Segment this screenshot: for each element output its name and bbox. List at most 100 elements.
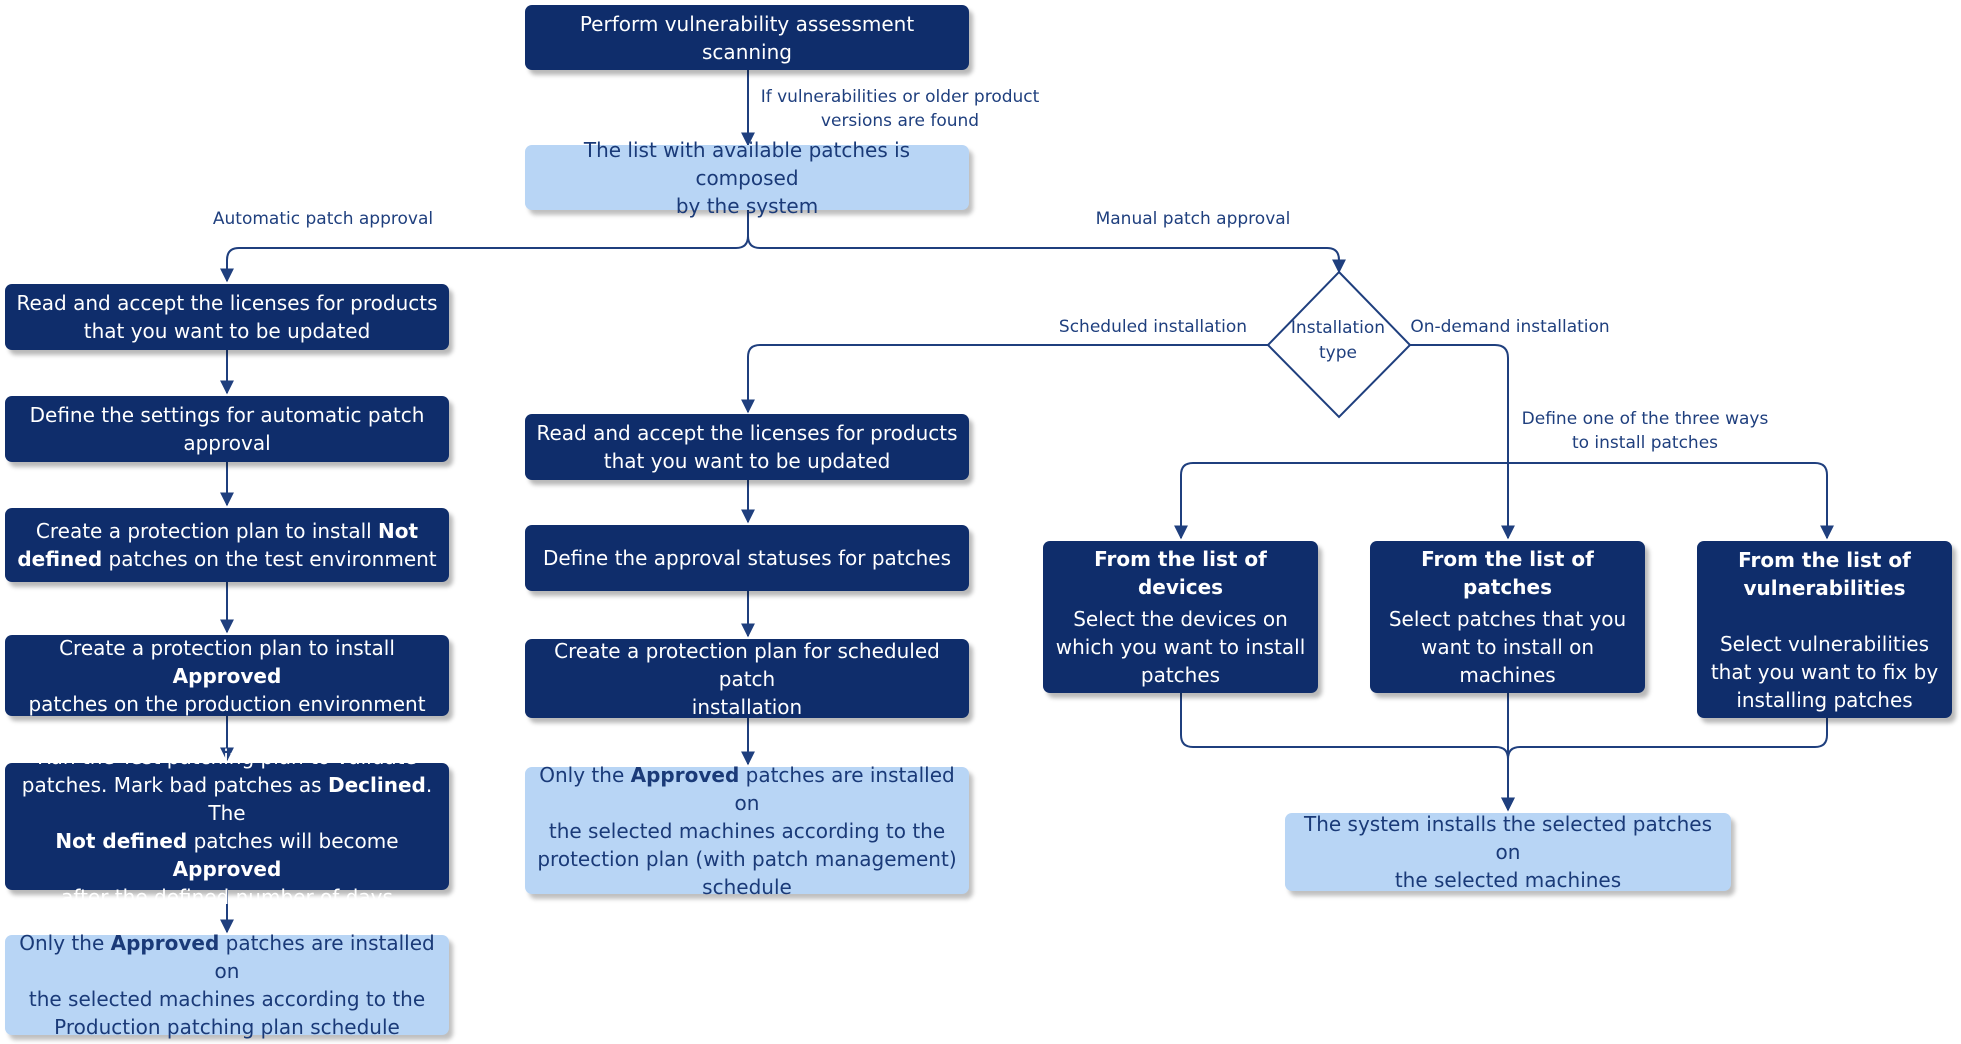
node-from-vulnerabilities: From the list of vulnerabilities Select … <box>1697 541 1952 718</box>
node-text: Select the devices on <box>1073 607 1288 631</box>
label-line: Automatic patch approval <box>212 209 434 229</box>
node-system-installs: The system installs the selected patches… <box>1285 812 1731 892</box>
node-sched-result: Only the Approved patches are installed … <box>525 763 969 899</box>
text-emphasis: defined <box>17 547 103 571</box>
node-text: the selected machines <box>1394 868 1622 892</box>
text-part: patches on the test environment <box>102 547 437 571</box>
edge-decision-to-ondemand <box>1410 344 1515 540</box>
label-automatic: Automatic patch approval <box>213 207 433 231</box>
edge-ondemand-to-devices <box>1174 462 1508 540</box>
node-text: patches on the production environment <box>28 691 426 716</box>
node-text: Select vulnerabilities <box>1719 631 1930 656</box>
edge-compose-to-auto <box>220 210 749 283</box>
node-text: Read and accept the licenses for product… <box>16 291 438 315</box>
text-part: Only the <box>539 762 631 787</box>
node-test-plan: Create a protection plan to install Not … <box>5 508 449 582</box>
text-part: . The <box>208 772 433 825</box>
edge-compose-to-decision <box>747 235 1346 274</box>
node-text: Create a protection plan to install Not <box>36 517 418 545</box>
node-text: Run the Test patching plan to validate <box>37 744 417 769</box>
text-part: patches are installed on <box>214 931 435 983</box>
node-auto-result: Only the Approved patches are installed … <box>5 931 449 1039</box>
text-emphasis: Approved <box>172 663 282 688</box>
node-text: Read and accept the licenses for product… <box>536 421 958 445</box>
node-text: patches. Mark bad patches as Declined. T… <box>15 771 439 827</box>
label-line: Define one of the three ways <box>1521 409 1769 429</box>
node-text: the selected machines according to the <box>548 818 946 843</box>
text-emphasis: Approved <box>110 931 220 955</box>
decision-label-line: type <box>1319 343 1357 363</box>
node-text: Production patching plan schedule <box>54 1015 400 1039</box>
text-emphasis: Not defined <box>55 828 188 853</box>
node-text: Select patches that you <box>1388 607 1627 631</box>
text-emphasis: Approved <box>630 762 740 787</box>
text-part: patches will become <box>187 828 399 853</box>
text-emphasis: Approved <box>172 856 282 881</box>
label-line: Manual patch approval <box>1095 209 1291 229</box>
label-on-demand: On-demand installation <box>1410 315 1609 339</box>
node-text: patches <box>1140 663 1221 687</box>
edge-decision-to-scheduled <box>741 344 1268 414</box>
node-from-devices: From the list of devices Select the devi… <box>1043 541 1318 693</box>
node-text: installation <box>691 694 803 719</box>
text-part: Only the <box>19 931 111 955</box>
label-line: versions are found <box>820 111 980 131</box>
node-text: Define the approval statuses for patches <box>542 546 952 570</box>
node-text: machines <box>1459 663 1556 687</box>
label-line: Scheduled installation <box>1058 317 1248 337</box>
node-text: defined patches on the test environment <box>17 545 436 573</box>
node-text: that you want to be updated <box>603 449 891 473</box>
node-text: protection plan (with patch management) <box>537 846 957 871</box>
text-part: Create a protection plan to install <box>59 635 395 660</box>
node-scan: Perform vulnerability assessment scannin… <box>525 5 969 70</box>
node-sched-licenses: Read and accept the licenses for product… <box>525 414 969 480</box>
node-text: Create a protection plan to install Appr… <box>15 634 439 690</box>
node-prod-plan: Create a protection plan to install Appr… <box>5 635 449 716</box>
node-text: schedule <box>702 874 792 899</box>
node-text: Perform vulnerability assessment scannin… <box>579 11 915 64</box>
label-line: On-demand installation <box>1410 317 1610 337</box>
node-auto-licenses: Read and accept the licenses for product… <box>5 284 449 350</box>
label-three-ways: Define one of the three ways to install … <box>1522 407 1769 455</box>
node-text: that you want to be updated <box>83 319 371 343</box>
node-text: the selected machines according to the <box>28 987 426 1011</box>
node-compose-list: The list with available patches is compo… <box>525 138 969 218</box>
text-emphasis: Declined <box>327 772 426 797</box>
node-title: From the list of <box>1738 547 1911 572</box>
node-sched-plan: Create a protection plan for scheduled p… <box>525 638 969 719</box>
node-text: that you want to fix by <box>1710 659 1939 684</box>
node-text: Define the settings for automatic patch <box>29 403 425 427</box>
node-text: installing patches <box>1736 687 1913 712</box>
text-emphasis: Not <box>378 519 419 543</box>
node-title: From the list of devices <box>1094 547 1267 599</box>
label-line: to install patches <box>1571 433 1719 453</box>
node-text: Create a protection plan for scheduled p… <box>554 638 940 691</box>
node-title: From the list of patches <box>1421 547 1594 599</box>
text-part: Create a protection plan to install <box>35 519 379 543</box>
node-text: after the defined number of days <box>61 884 393 909</box>
node-text: approval <box>183 431 271 455</box>
node-title: vulnerabilities <box>1743 575 1906 600</box>
label-if-found: If vulnerabilities or older product vers… <box>761 85 1040 133</box>
decision-diamond <box>1266 270 1412 419</box>
node-text: The system installs the selected patches… <box>1303 812 1712 864</box>
label-scheduled: Scheduled installation <box>1059 315 1247 339</box>
edge-devices-to-system <box>1180 693 1515 812</box>
node-auto-settings: Define the settings for automatic patch … <box>5 396 449 462</box>
node-text: Only the Approved patches are installed … <box>15 929 439 985</box>
edge-ondemand-to-vulns <box>1508 462 1834 540</box>
label-manual: Manual patch approval <box>1096 207 1291 231</box>
decision-label: Installation type <box>1264 316 1412 366</box>
node-run-test: Run the Test patching plan to validate p… <box>5 745 449 909</box>
node-sched-statuses: Define the approval statuses for patches <box>525 525 969 591</box>
text-part: patches are installed on <box>734 762 955 815</box>
node-text: Not defined patches will become Approved <box>15 827 439 883</box>
decision-label-line: Installation <box>1290 318 1386 338</box>
node-text: The list with available patches is compo… <box>583 137 911 190</box>
node-text: by the system <box>675 193 819 218</box>
edge-vulns-to-system <box>1507 718 1828 760</box>
label-line: If vulnerabilities or older product <box>760 87 1040 107</box>
text-part: patches. Mark bad patches as <box>21 772 328 797</box>
